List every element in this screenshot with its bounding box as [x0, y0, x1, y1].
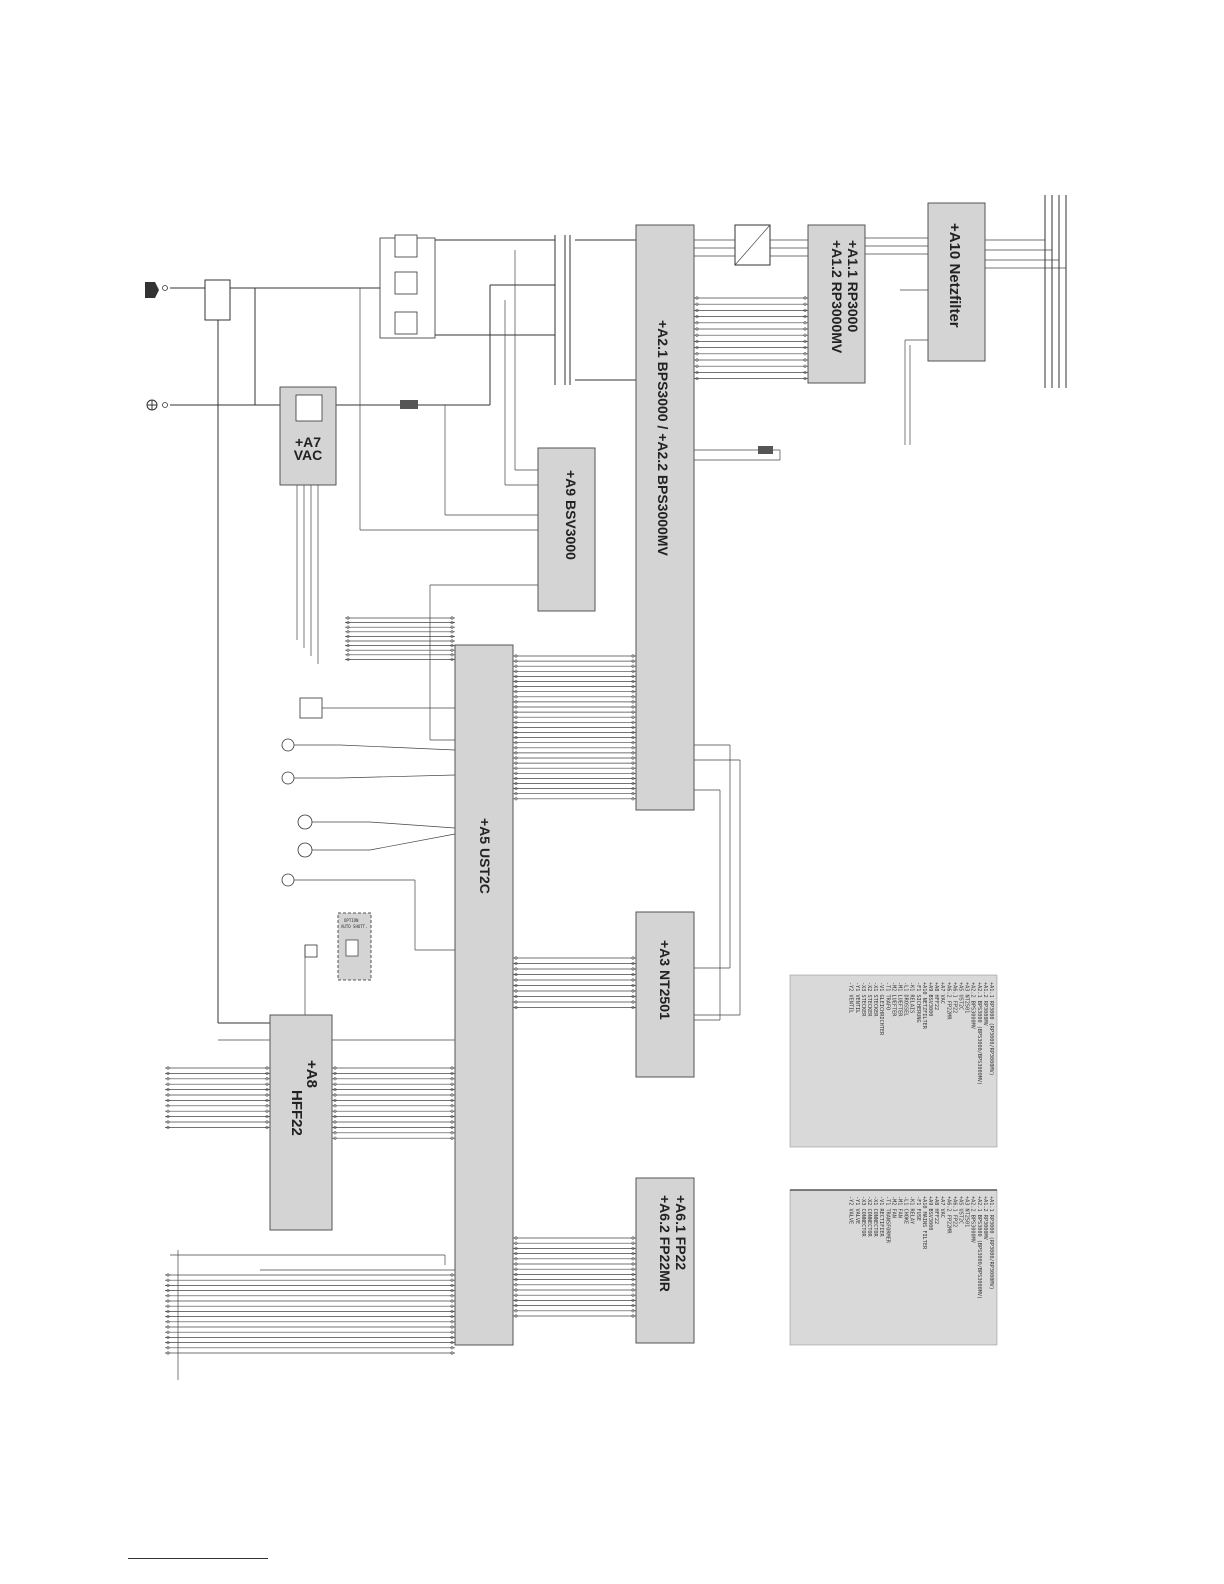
legend-entry: +A10 MAINS FILTER	[921, 1196, 927, 1250]
legend-entry: +A8 HFF22	[933, 1196, 939, 1224]
legend-entry: -X3 STECKER	[860, 982, 866, 1017]
legend-entry: +A8 HFF22	[933, 982, 939, 1010]
legend-entry: +A7 VAC	[939, 982, 945, 1004]
block-a9: +A9 BSV3000	[537, 447, 596, 612]
legend-entry: +A2.2 BPS3000MV	[970, 1196, 976, 1243]
legend-entry: +A2.2 BPS3000MV	[970, 982, 976, 1029]
legend-entry: -X2 STECKER	[866, 982, 872, 1017]
block-a2: +A2.1 BPS3000 / +A2.2 BPS3000MV	[635, 224, 695, 811]
legend-entry: -X2 CONNECTOR	[866, 1196, 872, 1237]
legend-entry: -Y2 VALVE	[848, 1196, 854, 1224]
legend-entry: -X1 STECKER	[872, 982, 878, 1017]
legend-entry: +A5 UST2C	[958, 1196, 964, 1224]
legend-entry: -T1 TRAFO	[884, 982, 890, 1010]
footer-rule	[128, 1558, 268, 1559]
legend-entry: -X3 CONNECTOR	[860, 1196, 866, 1237]
block-a2-label: +A2.1 BPS3000 / +A2.2 BPS3000MV	[655, 320, 671, 556]
legend-entry: -L1 DROSSEL	[903, 982, 909, 1016]
block-a10: +A10 Netzfilter	[927, 202, 986, 362]
block-a6: +A6.1 FP22 +A6.2 FP22MR	[635, 1177, 695, 1344]
legend-entry: +A1.1 RP3000 (RP3000/RP3000MV)	[988, 1196, 994, 1290]
wiring	[165, 195, 1067, 1380]
block-a7: +A7 VAC	[279, 386, 337, 486]
legend-entry: +A1.2 RP3000MV	[982, 982, 988, 1026]
legend-entry: -Y1 VALVE	[854, 1196, 860, 1224]
block-a7-label-1: +A7	[295, 434, 321, 450]
legend-entry: -Y2 VENTIL	[848, 982, 854, 1013]
legend-entry: -M2 LUEFTER	[890, 982, 896, 1017]
legend-entry: -M2 FAN	[890, 1196, 896, 1218]
legend-entry: +A2.1 BPS3000 (BPS3000/BPS3000MV)	[976, 982, 982, 1085]
legend-box-2: +A1.1 RP3000 (RP3000/RP3000MV)+A1.2 RP30…	[789, 1189, 998, 1346]
legend-entry: -M1 FAN	[897, 1196, 903, 1218]
legend-entry: -V1 RECTIFIER	[878, 1196, 884, 1237]
legend-entry: -X1 CONNECTOR	[872, 1196, 878, 1237]
block-a5-label: +A5 UST2C	[477, 818, 493, 894]
block-a8: +A8 HFF22	[269, 1014, 333, 1231]
block-a1-label-2: +A1.2 RP3000MV	[829, 240, 845, 354]
legend-entry: -L1 CHOKE	[903, 1196, 909, 1224]
option-box: OPTION AUTO SHUTT.	[337, 912, 372, 981]
block-a3-label: +A3 NT2501	[657, 940, 673, 1020]
legend-entry: -K1 RELAY	[909, 1196, 915, 1225]
legend-entry: +A2.1 BPS3000 (BPS3000/BPS3000MV)	[976, 1196, 982, 1299]
legend-entry: +A6.1 FP22	[951, 982, 957, 1013]
block-a6-label-2: +A6.2 FP22MR	[657, 1195, 673, 1292]
legend-entry: -F1 FUSE	[915, 1196, 921, 1221]
block-a6-label-1: +A6.1 FP22	[673, 1195, 689, 1270]
legend-entry: +A6.2 FP22MR	[945, 982, 951, 1020]
legend-entry: -F1 SICHERUNG	[915, 982, 921, 1023]
legend-entry: -T1 TRANSFORMER	[884, 1196, 890, 1244]
block-a7-label-2: VAC	[294, 447, 323, 463]
legend-entry: +A7 VAC	[939, 1196, 945, 1218]
torch-symbol	[145, 282, 168, 298]
block-a1: +A1.1 RP3000 +A1.2 RP3000MV	[807, 224, 866, 384]
legend-entry: +A3 NT2501	[964, 1196, 970, 1227]
legend-entry: +A10 NETZFILTER	[921, 982, 927, 1030]
legend-entry: +A6.2 FP22MR	[945, 1196, 951, 1234]
block-a8-label-1: +A8	[303, 1060, 320, 1088]
legend-box-1: +A1.1 RP3000 (RP3000/RP3000MV)+A1.2 RP30…	[789, 974, 998, 1148]
block-a3: +A3 NT2501	[635, 911, 695, 1078]
block-a8-label-2: HFF22	[288, 1090, 305, 1136]
block-a9-label: +A9 BSV3000	[563, 470, 579, 560]
block-a10-label: +A10 Netzfilter	[946, 223, 963, 328]
legend-entry: -M1 LUEFTER	[897, 982, 903, 1017]
legend-entry: +A1.1 RP3000 (RP3000/RP3000MV)	[988, 982, 994, 1076]
option-box-label-1: OPTION	[344, 918, 359, 923]
block-a1-label-1: +A1.1 RP3000	[845, 240, 861, 332]
legend-entry: +A1.2 RP3000MV	[982, 1196, 988, 1240]
legend-entry: +A3 NT2501	[964, 982, 970, 1013]
option-box-label-2: AUTO SHUTT.	[341, 924, 368, 929]
legend-entry: +A9 BSV3000	[927, 982, 933, 1016]
legend-entry: +A5 UST2C	[958, 982, 964, 1010]
legend-entry: -K1 RELAIS	[909, 982, 915, 1013]
block-a5: +A5 UST2C	[454, 644, 514, 1346]
legend-entry: -V1 GLEICHRICHTER	[878, 982, 884, 1036]
workpiece-symbol	[146, 399, 168, 411]
legend-entry: +A9 BSV3000	[927, 1196, 933, 1230]
legend-entry: +A6.1 FP22	[951, 1196, 957, 1227]
legend-entry: -Y1 VENTIL	[854, 982, 860, 1013]
